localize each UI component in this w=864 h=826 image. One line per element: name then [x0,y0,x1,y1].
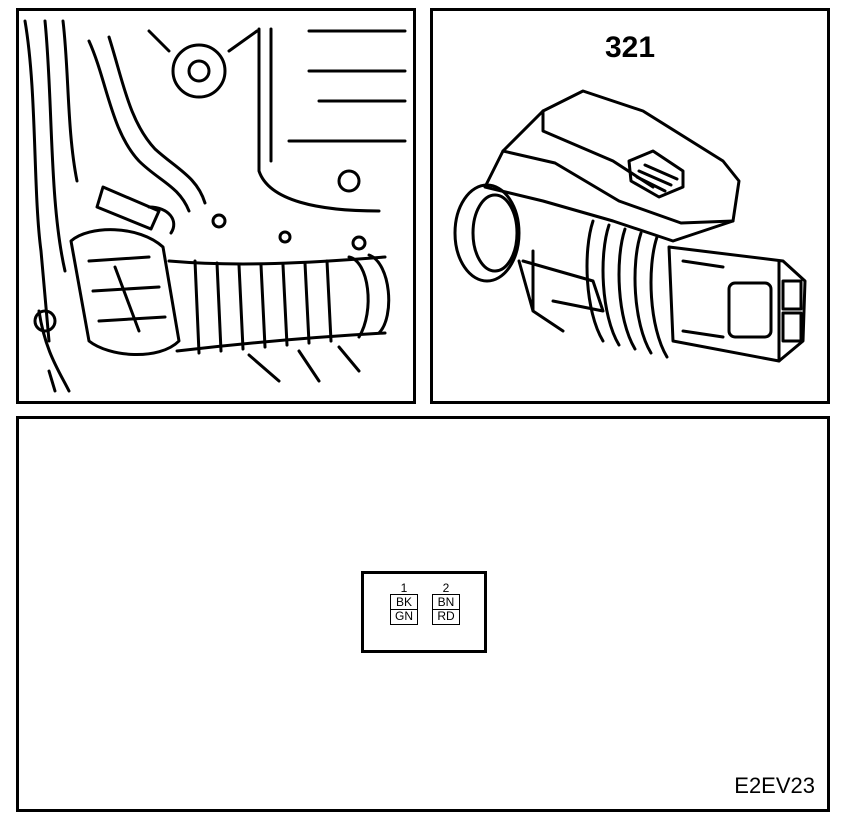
connector-view-panel: 321 [430,8,830,404]
engine-bay-illustration [23,19,407,393]
pin-number: 1 [400,581,408,595]
wire-color-primary: BN [437,595,455,609]
wire-color-cell: BK GN [390,594,418,625]
figure-code: E2EV23 [734,773,815,798]
engine-view-panel [16,8,416,404]
wire-color-secondary: GN [391,609,417,623]
pin-1: 1 BK GN [388,582,420,625]
pin-number: 2 [442,581,450,595]
connector-pinout-box: 1 BK GN 2 BN RD [361,571,487,653]
pin-2: 2 BN RD [430,582,462,625]
wire-color-primary: BK [395,595,412,609]
connector-illustration [453,89,807,363]
wire-color-secondary: RD [433,609,459,623]
pinout-panel: 1 BK GN 2 BN RD E2EV23 [16,416,830,812]
connector-number: 321 [604,31,656,64]
wire-color-cell: BN RD [432,594,460,625]
